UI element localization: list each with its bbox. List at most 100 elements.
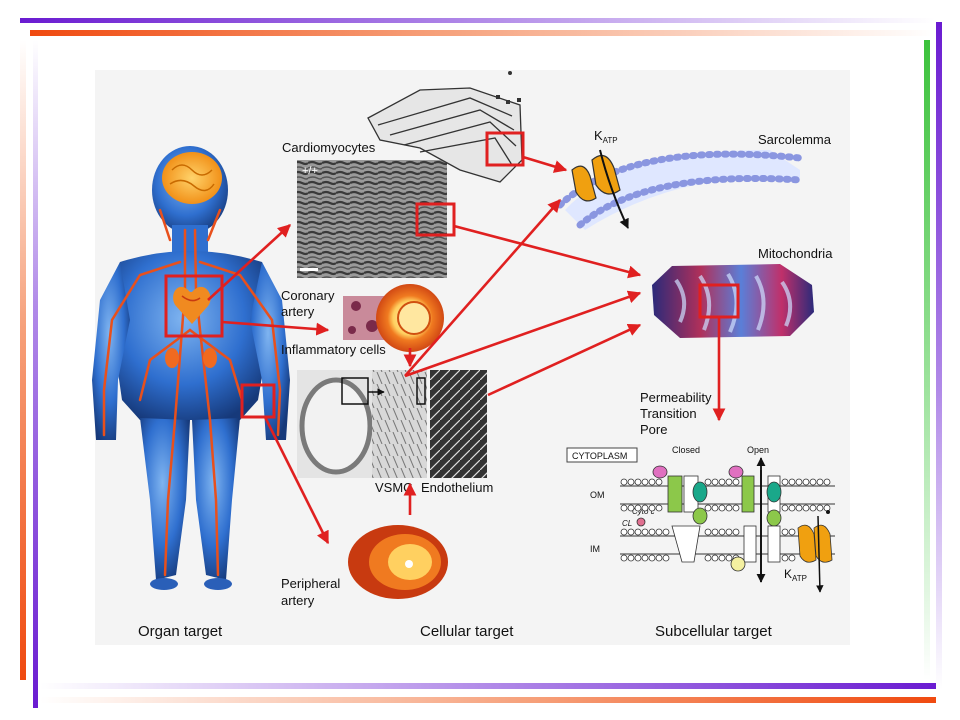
top-orange-bar bbox=[30, 30, 935, 36]
lipid-head bbox=[655, 504, 663, 512]
lipid-head bbox=[732, 504, 740, 512]
vessel-micrograph bbox=[297, 370, 427, 478]
lipid-head bbox=[823, 478, 831, 486]
lipid-head bbox=[795, 478, 803, 486]
lipid-head bbox=[648, 554, 656, 562]
lipid-head bbox=[620, 528, 628, 536]
top-purple-bar bbox=[20, 18, 935, 23]
lipid-head bbox=[627, 504, 635, 512]
lipid-head bbox=[648, 504, 656, 512]
lipid-head bbox=[620, 504, 628, 512]
lipid-head bbox=[823, 504, 831, 512]
coronary-label-2: artery bbox=[281, 304, 315, 319]
peripheral-artery-image bbox=[348, 525, 448, 599]
mito-katp-icon bbox=[797, 515, 833, 593]
lipid-head bbox=[655, 554, 663, 562]
cardiomyocyte-micrograph: +/+ bbox=[297, 160, 456, 278]
open-label: Open bbox=[747, 445, 769, 455]
bottom-purple-bar bbox=[40, 683, 936, 689]
lipid-head bbox=[711, 528, 719, 536]
lipid-head bbox=[662, 528, 670, 536]
limb-highlight-box bbox=[240, 383, 276, 419]
ptp-diagram: CYTOPLASM Closed Open OM IM Cyto c CL bbox=[566, 445, 835, 593]
mitochondria-label: Mitochondria bbox=[758, 246, 833, 261]
lipid-head bbox=[634, 528, 642, 536]
cardiomyocytes-label: Cardiomyocytes bbox=[282, 140, 376, 155]
katp-label: KATP bbox=[594, 128, 618, 145]
lipid-head bbox=[788, 528, 796, 536]
brain-icon bbox=[162, 152, 222, 204]
lipid-head bbox=[648, 528, 656, 536]
cardiomyocyte-sketch bbox=[367, 71, 525, 183]
lipid-head bbox=[802, 504, 810, 512]
mito-katp-label: KATP bbox=[784, 567, 807, 583]
cellular-target-label: Cellular target bbox=[420, 623, 514, 640]
lipid-head bbox=[788, 504, 796, 512]
lipid-head bbox=[718, 478, 726, 486]
lipid-head bbox=[627, 528, 635, 536]
lipid-head bbox=[725, 528, 733, 536]
lipid-head bbox=[781, 478, 789, 486]
lipid-head bbox=[725, 554, 733, 562]
subcellular-target-label: Subcellular target bbox=[655, 623, 773, 640]
peripheral-label-1: Peripheral bbox=[281, 576, 340, 591]
lipid-head bbox=[809, 478, 817, 486]
lipid-head bbox=[718, 554, 726, 562]
genotype-label: +/+ bbox=[302, 165, 318, 177]
lipid-head bbox=[816, 478, 824, 486]
lipid-head bbox=[711, 554, 719, 562]
lipid-head bbox=[641, 528, 649, 536]
sarcolemma-label: Sarcolemma bbox=[758, 132, 832, 147]
om-label: OM bbox=[590, 490, 605, 500]
right-green-bar bbox=[924, 40, 930, 680]
left-orange-bar bbox=[20, 40, 26, 680]
bottom-orange-bar bbox=[40, 697, 936, 703]
cyto-c-label: Cyto c bbox=[632, 507, 655, 516]
lipid-head bbox=[725, 478, 733, 486]
sarcolemma-membrane bbox=[556, 149, 804, 230]
left-purple-bar bbox=[33, 40, 38, 708]
peripheral-label-2: artery bbox=[281, 593, 315, 608]
lipid-head bbox=[704, 528, 712, 536]
lipid-head bbox=[704, 554, 712, 562]
lipid-head bbox=[655, 528, 663, 536]
lipid-head bbox=[641, 554, 649, 562]
lipid-head bbox=[781, 528, 789, 536]
lipid-head bbox=[627, 478, 635, 486]
lipid-head bbox=[718, 504, 726, 512]
lipid-head bbox=[634, 554, 642, 562]
lipid-head bbox=[781, 554, 789, 562]
endothelium-micrograph bbox=[430, 370, 487, 478]
lipid-head bbox=[788, 554, 796, 562]
lipid-head bbox=[704, 504, 712, 512]
lipid-head bbox=[802, 478, 810, 486]
lipid-head bbox=[725, 504, 733, 512]
vsmc-label: VSMC bbox=[375, 480, 413, 495]
lipid-head bbox=[627, 554, 635, 562]
lipid-head bbox=[732, 528, 740, 536]
lipid-head bbox=[732, 478, 740, 486]
lipid-head bbox=[641, 504, 649, 512]
lipid-head bbox=[655, 478, 663, 486]
lipid-head bbox=[641, 478, 649, 486]
heart-highlight-box bbox=[164, 274, 224, 338]
im-label: IM bbox=[590, 544, 600, 554]
lipid-head bbox=[662, 554, 670, 562]
lipid-head bbox=[711, 478, 719, 486]
ptp-label-3: Pore bbox=[640, 422, 667, 437]
human-body-icon bbox=[92, 146, 290, 590]
lipid-head bbox=[795, 504, 803, 512]
cytoplasm-label: CYTOPLASM bbox=[572, 451, 627, 461]
inflammatory-label: Inflammatory cells bbox=[281, 342, 386, 357]
coronary-artery-image bbox=[343, 284, 444, 352]
lipid-head bbox=[634, 504, 642, 512]
lipid-head bbox=[781, 504, 789, 512]
organ-target-label: Organ target bbox=[138, 623, 223, 640]
lipid-head bbox=[711, 504, 719, 512]
connection-arrows bbox=[207, 155, 726, 545]
mitochondria-image bbox=[652, 264, 814, 338]
right-purple-bar bbox=[936, 22, 942, 690]
lipid-head bbox=[816, 504, 824, 512]
lipid-head bbox=[648, 478, 656, 486]
